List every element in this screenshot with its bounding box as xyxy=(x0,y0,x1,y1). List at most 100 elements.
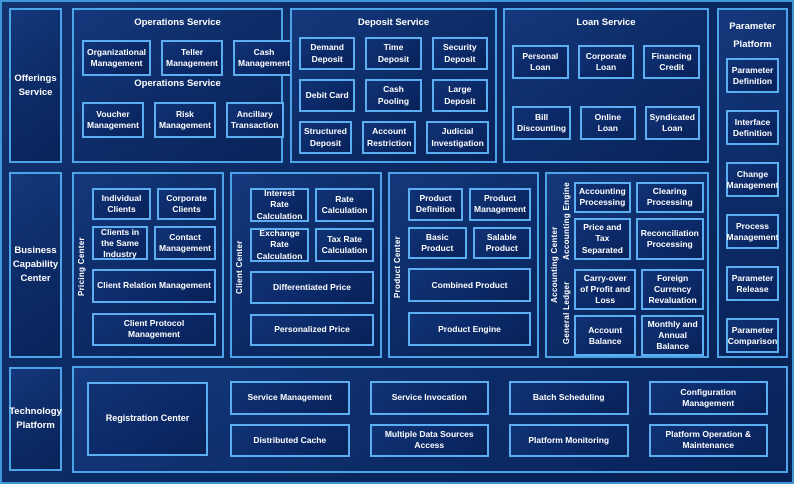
panel-pricing-center: Pricing Center Individual Clients Corpor… xyxy=(72,172,224,358)
box-product-definition: Product Definition xyxy=(408,188,464,221)
box-parameter-definition: Parameter Definition xyxy=(726,58,779,94)
box-ancillary-transaction: Ancillary Transaction xyxy=(225,102,284,138)
box-online-loan: Online Loan xyxy=(580,106,636,140)
product-center-content: Product Definition Product Management Ba… xyxy=(408,188,531,346)
parameter-platform-title: Parameter Platform xyxy=(729,21,776,50)
deposit-service-title: Deposit Service xyxy=(357,17,430,28)
rail-business-capability-center: Business Capability Center xyxy=(9,172,62,358)
rail-technology-platform: Technology Platform xyxy=(9,367,62,471)
box-basic-product: Basic Product xyxy=(408,226,467,260)
box-batch-scheduling: Batch Scheduling xyxy=(509,381,629,415)
box-security-deposit: Security Deposit xyxy=(431,37,488,70)
box-personalized-price: Personalized Price xyxy=(250,313,374,346)
operations-service-subtitle: Operations Service xyxy=(134,78,221,89)
box-differentiated-price: Differentiated Price xyxy=(250,271,374,304)
box-judicial-investigation: Judicial Investigation xyxy=(426,121,489,154)
box-rate-calculation: Rate Calculation xyxy=(315,188,374,222)
box-reconciliation-processing: Reconciliation Processing xyxy=(635,217,704,260)
loan-row-2: Bill Discounting Online Loan Syndicated … xyxy=(512,106,701,140)
box-process-management: Process Management xyxy=(726,214,779,250)
operations-service-title: Operations Service xyxy=(134,17,221,28)
general-ledger-grid: Carry-over of Profit and Loss Foreign Cu… xyxy=(574,269,704,357)
box-structured-deposit: Structured Deposit xyxy=(299,121,352,154)
general-ledger-label: General Ledger xyxy=(562,281,571,345)
accounting-engine-grid: Accounting Processing Clearing Processin… xyxy=(574,182,704,260)
client-row-1: Interest Rate Calculation Rate Calculati… xyxy=(250,188,374,222)
box-salable-product: Salable Product xyxy=(472,226,531,260)
box-risk-management: Risk Management xyxy=(153,102,216,138)
box-teller-management: Teller Management xyxy=(161,40,223,76)
pricing-row-1: Individual Clients Corporate Clients xyxy=(92,188,216,221)
box-tax-rate-calculation: Tax Rate Calculation xyxy=(315,228,374,262)
box-carry-over-profit-loss: Carry-over of Profit and Loss xyxy=(574,269,637,311)
box-personal-loan: Personal Loan xyxy=(512,45,569,79)
box-foreign-currency-revaluation: Foreign Currency Revaluation xyxy=(641,269,704,311)
panel-technology-platform: Registration Center Service Management S… xyxy=(72,366,788,473)
box-account-restriction: Account Restriction xyxy=(361,121,417,154)
box-debit-card: Debit Card xyxy=(299,79,356,112)
box-accounting-processing: Accounting Processing xyxy=(574,182,631,213)
box-configuration-management: Configuration Management xyxy=(648,381,768,415)
box-service-invocation: Service Invocation xyxy=(369,381,489,415)
box-interest-rate-calculation: Interest Rate Calculation xyxy=(250,188,309,222)
box-cash-management: Cash Management xyxy=(233,40,295,76)
box-distributed-cache: Distributed Cache xyxy=(230,423,350,457)
pricing-center-label: Pricing Center xyxy=(77,237,86,297)
box-syndicated-loan: Syndicated Loan xyxy=(644,106,701,140)
panel-parameter-platform: Parameter Platform Parameter Definition … xyxy=(717,8,788,358)
panel-accounting-center: Accounting Center Accounting Engine Acco… xyxy=(545,172,709,358)
client-center-label: Client Center xyxy=(235,240,244,294)
box-demand-deposit: Demand Deposit xyxy=(299,37,356,70)
box-client-relation-management: Client Relation Management xyxy=(92,269,216,303)
accounting-engine-label: Accounting Engine xyxy=(562,182,571,260)
panel-client-center: Client Center Interest Rate Calculation … xyxy=(230,172,382,358)
box-bill-discounting: Bill Discounting xyxy=(512,106,572,140)
box-voucher-management: Voucher Management xyxy=(82,102,144,138)
box-product-engine: Product Engine xyxy=(408,312,531,346)
loan-service-title: Loan Service xyxy=(576,17,636,28)
box-contact-management: Contact Management xyxy=(154,226,216,261)
accounting-center-content: Accounting Engine Accounting Processing … xyxy=(562,182,704,357)
box-individual-clients: Individual Clients xyxy=(92,188,151,221)
box-parameter-comparison: Parameter Comparison xyxy=(726,318,779,354)
pricing-row-2: Clients in the Same Industry Contact Man… xyxy=(92,226,216,261)
deposit-row-2: Debit Card Cash Pooling Large Deposit xyxy=(299,79,488,112)
box-account-balance: Account Balance xyxy=(574,315,637,357)
box-parameter-release: Parameter Release xyxy=(726,266,779,302)
box-financing-credit: Financing Credit xyxy=(643,45,701,79)
operations-row-2: Voucher Management Risk Management Ancil… xyxy=(82,102,284,138)
box-corporate-clients: Corporate Clients xyxy=(157,188,216,221)
box-combined-product: Combined Product xyxy=(408,268,531,303)
product-row-1: Product Definition Product Management xyxy=(408,188,531,221)
box-cash-pooling: Cash Pooling xyxy=(365,79,422,112)
panel-operations-service: Operations Service Organizational Manage… xyxy=(72,8,295,163)
box-organizational-management: Organizational Management xyxy=(82,40,152,76)
box-time-deposit: Time Deposit xyxy=(365,37,422,70)
panel-product-center: Product Center Product Definition Produc… xyxy=(388,172,539,358)
box-change-management: Change Management xyxy=(726,162,779,198)
box-platform-monitoring: Platform Monitoring xyxy=(509,423,629,457)
box-price-and-tax-separated: Price and Tax Separated xyxy=(574,217,631,260)
box-exchange-rate-calculation: Exchange Rate Calculation xyxy=(250,228,309,262)
box-corporate-loan: Corporate Loan xyxy=(577,45,635,79)
box-product-management: Product Management xyxy=(469,188,531,221)
client-center-content: Interest Rate Calculation Rate Calculati… xyxy=(250,188,374,346)
panel-deposit-service: Deposit Service Demand Deposit Time Depo… xyxy=(290,8,497,163)
box-client-protocol-management: Client Protocol Management xyxy=(92,312,216,346)
accounting-center-label: Accounting Center xyxy=(550,226,559,304)
box-service-management: Service Management xyxy=(230,381,350,415)
deposit-row-3: Structured Deposit Account Restriction J… xyxy=(299,121,489,154)
operations-row-1: Organizational Management Teller Managem… xyxy=(82,40,295,76)
loan-row-1: Personal Loan Corporate Loan Financing C… xyxy=(512,45,701,79)
box-monthly-annual-balance: Monthly and Annual Balance xyxy=(641,315,704,357)
box-registration-center: Registration Center xyxy=(87,382,208,456)
accounting-engine-group: Accounting Engine Accounting Processing … xyxy=(562,182,704,260)
box-multiple-data-sources-access: Multiple Data Sources Access xyxy=(369,423,489,457)
box-large-deposit: Large Deposit xyxy=(431,79,488,112)
technology-platform-grid: Service Management Service Invocation Ba… xyxy=(230,381,768,457)
rail-offerings-service: Offerings Service xyxy=(9,8,62,163)
box-clearing-processing: Clearing Processing xyxy=(635,182,704,213)
panel-loan-service: Loan Service Personal Loan Corporate Loa… xyxy=(503,8,709,163)
deposit-row-1: Demand Deposit Time Deposit Security Dep… xyxy=(299,37,488,70)
